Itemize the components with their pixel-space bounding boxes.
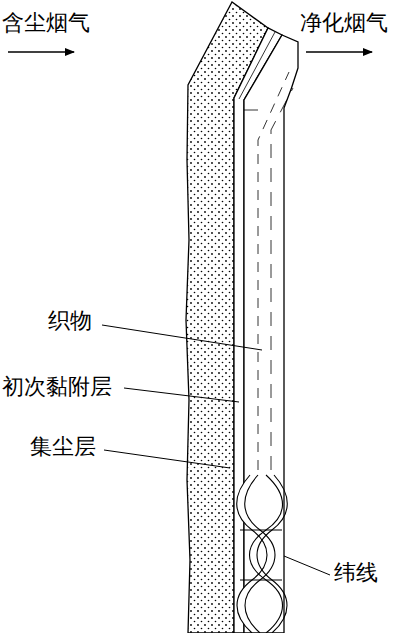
part-label: 集尘层 [30, 434, 96, 460]
part-label: 初次黏附层 [2, 374, 112, 400]
part-label: 织物 [48, 308, 92, 334]
weft-threads [237, 475, 288, 633]
inflow-arrow [8, 51, 74, 52]
fabric-fiber [271, 88, 293, 470]
leader-line [102, 325, 262, 350]
leader-line [284, 556, 330, 575]
leader-line [104, 450, 230, 468]
fabric-fiber [258, 72, 289, 470]
flow-label: 净化烟气 [300, 10, 388, 36]
fabric-mark [244, 110, 258, 111]
leader-line [124, 388, 239, 402]
part-label: 纬线 [334, 560, 378, 586]
flow-label: 含尘烟气 [2, 10, 90, 36]
outflow-arrow [306, 51, 372, 52]
